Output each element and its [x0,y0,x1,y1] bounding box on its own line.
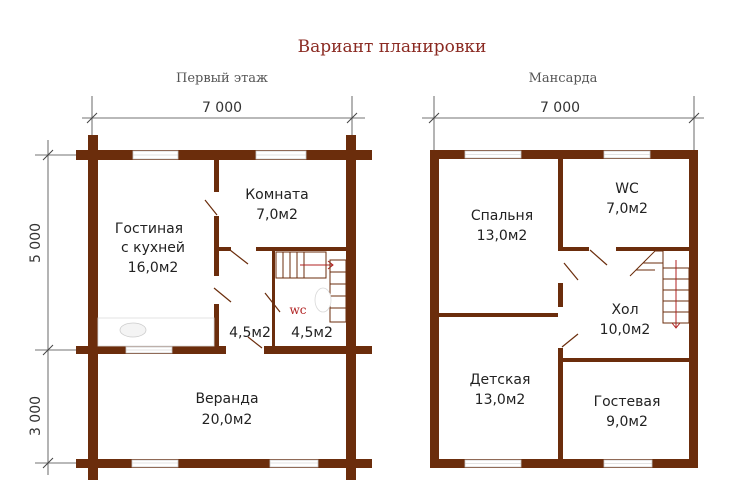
attic-width-dimension: 7 000 [422,96,704,150]
diagram-title: Вариант планировки [298,37,487,57]
height-label-3000: 3 000 [28,396,44,436]
room-spalnya-name: Спальня [471,208,533,224]
room-detskaya-area: 13,0м2 [475,392,526,408]
room-wc-name: wc [290,303,307,317]
attic-floor-plan: Мансарда 7 000 [422,71,704,468]
first-floor-width-dimension: 7 000 [82,96,365,150]
room-komnata-name: Комната [245,187,309,203]
room-wc2-name: WC [615,181,639,197]
room-living-area: 16,0м2 [128,260,179,276]
room-wc-area: 4,5м2 [291,325,333,341]
attic-stairs [629,250,690,329]
room-wc2-area: 7,0м2 [606,201,648,217]
attic-walls [430,150,698,468]
first-floor-height-dimension: 5 000 3 000 [28,140,90,475]
room-gostevaya-area: 9,0м2 [606,414,648,430]
first-floor-label: Первый этаж [176,71,268,86]
first-floor-doors [204,199,281,349]
height-label-5000: 5 000 [28,223,44,263]
attic-width-label: 7 000 [540,100,580,116]
room-hol-area: 10,0м2 [600,322,651,338]
attic-windows [464,150,653,468]
first-floor-plan: Первый этаж 7 000 5 000 3 000 [28,71,372,480]
attic-doors [561,249,608,348]
room-detskaya-name: Детская [470,372,531,388]
first-floor-windows [125,150,319,468]
room-spalnya-area: 13,0м2 [477,228,528,244]
room-komnata-area: 7,0м2 [256,207,298,223]
first-floor-stairs [275,251,347,323]
room-veranda-name: Веранда [195,391,258,407]
kitchen-counter [97,317,215,347]
room-veranda-area: 20,0м2 [202,412,253,428]
attic-floor-label: Мансарда [529,71,598,86]
room-hall-area: 4,5м2 [229,325,271,341]
room-gostevaya-name: Гостевая [594,394,661,410]
room-hol-name: Хол [611,302,638,318]
room-living-name: Гостиная [115,221,183,237]
room-living-line2: с кухней [121,240,185,256]
first-floor-width-label: 7 000 [202,100,242,116]
